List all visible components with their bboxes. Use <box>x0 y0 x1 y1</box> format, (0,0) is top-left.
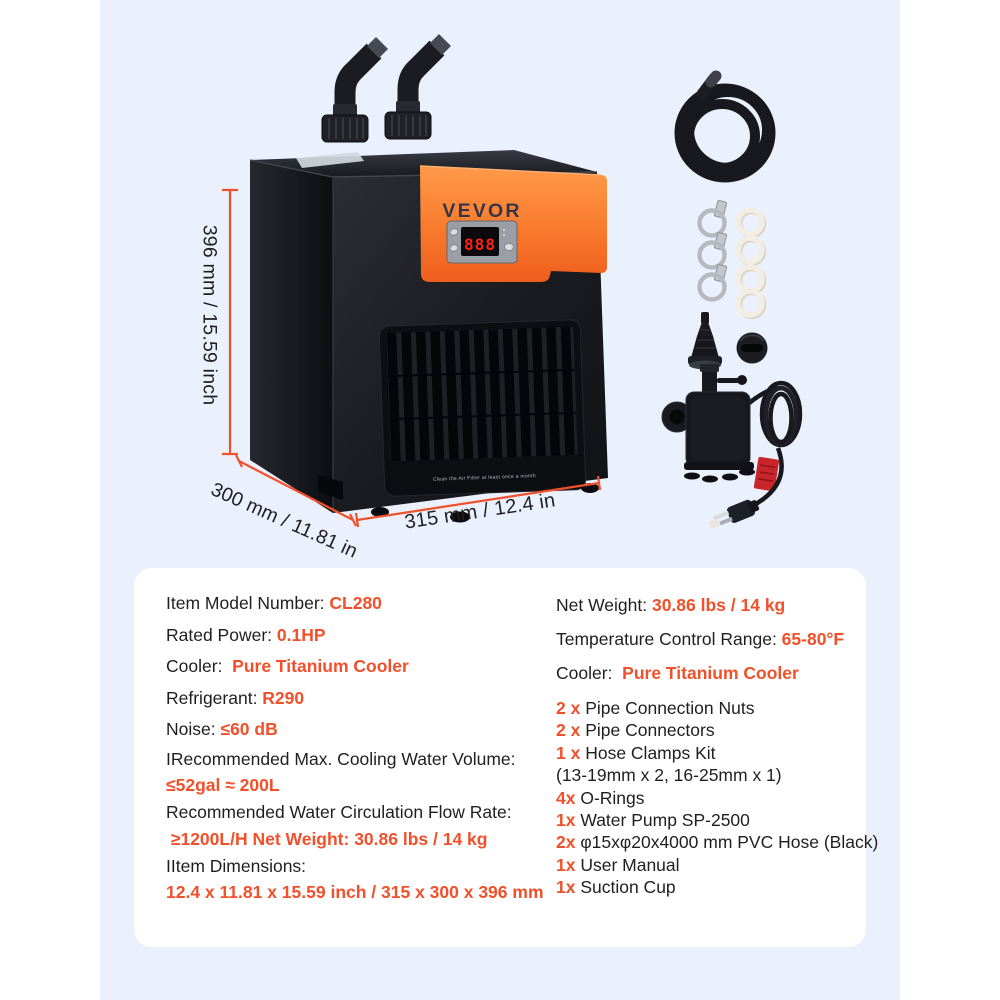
spec-line: Rated Power: 0.1HP <box>166 624 326 645</box>
inlet-outlet-hoses <box>321 33 452 143</box>
display-digits: 888 <box>464 235 496 254</box>
display-button-up <box>449 228 459 236</box>
spec-group-left-bottom: IRecommended Max. Cooling Water Volume: ≤… <box>166 746 546 907</box>
spec-line: 2 x Pipe Connectors <box>556 720 715 741</box>
spec-line: IRecommended Max. Cooling Water Volume: <box>166 748 516 769</box>
spec-line: Noise: ≤60 dB <box>166 719 278 739</box>
spec-line: 1x Water Pump SP-2500 <box>556 810 750 831</box>
spec-line: 1 x Hose Clamps Kit <box>556 742 716 763</box>
spec-line: 4x O-Rings <box>556 787 645 808</box>
spec-line: Recommended Water Circulation Flow Rate: <box>166 802 512 823</box>
spec-line: Cooler: Pure Titanium Cooler <box>166 656 409 676</box>
top-label-sticker <box>296 152 364 168</box>
spec-column-right: Net Weight: 30.86 lbs / 14 kg Temperature… <box>556 588 879 899</box>
power-plug-image <box>709 447 784 529</box>
spec-line: ≤52gal ≈ 200L <box>166 775 280 796</box>
spec-line: Net Weight: 30.86 lbs / 14 kg <box>556 595 786 615</box>
brand-logo: VEVOR <box>442 200 521 222</box>
spec-line: 2 x Pipe Connection Nuts <box>556 698 755 718</box>
spec-line: 1x Suction Cup <box>556 877 676 898</box>
spec-line: Refrigerant: R290 <box>166 687 305 708</box>
nozzle-cone-image <box>688 312 722 370</box>
spec-line: Temperature Control Range: 65-80°F <box>556 629 845 649</box>
spec-group-right-top: Net Weight: 30.86 lbs / 14 kg Temperature… <box>556 588 856 690</box>
spec-line: (13-19mm x 2, 16-25mm x 1) <box>556 765 782 786</box>
air-grille: Clean the Air Filter at least once a mon… <box>378 319 587 497</box>
spec-line: Item Model Number: CL280 <box>166 593 382 613</box>
display-button-down <box>449 244 459 252</box>
spec-line: 2x φ15xφ20x4000 mm PVC Hose (Black) <box>556 832 879 853</box>
hose-clamps-image <box>697 200 727 302</box>
spec-line: ≥1200L/H Net Weight: 30.86 lbs / 14 kg <box>166 828 488 849</box>
spec-line: Cooler: Pure Titanium Cooler <box>556 663 799 683</box>
filter-note: Clean the Air Filter at least once a mon… <box>433 473 536 483</box>
temperature-display: 888 <box>446 220 518 264</box>
display-button-set <box>504 242 514 251</box>
spec-line: 12.4 x 11.81 x 15.59 inch / 315 x 300 x … <box>166 882 544 903</box>
water-pump-image <box>661 364 803 492</box>
o-rings-image <box>735 207 767 320</box>
spec-line: 1x User Manual <box>556 854 680 875</box>
control-panel: VEVOR 888 <box>419 165 607 282</box>
suction-cup-image <box>736 332 768 364</box>
accessories-image <box>661 70 803 529</box>
spec-line: IItem Dimensions: <box>166 855 307 876</box>
chiller-product-image: VEVOR 888 Clean the Air Filter at least … <box>249 33 608 523</box>
height-dimension-label: 396 mm / 15.59 inch <box>198 224 221 406</box>
pvc-hose-coil-image <box>674 70 776 183</box>
cord-tag <box>753 456 780 492</box>
